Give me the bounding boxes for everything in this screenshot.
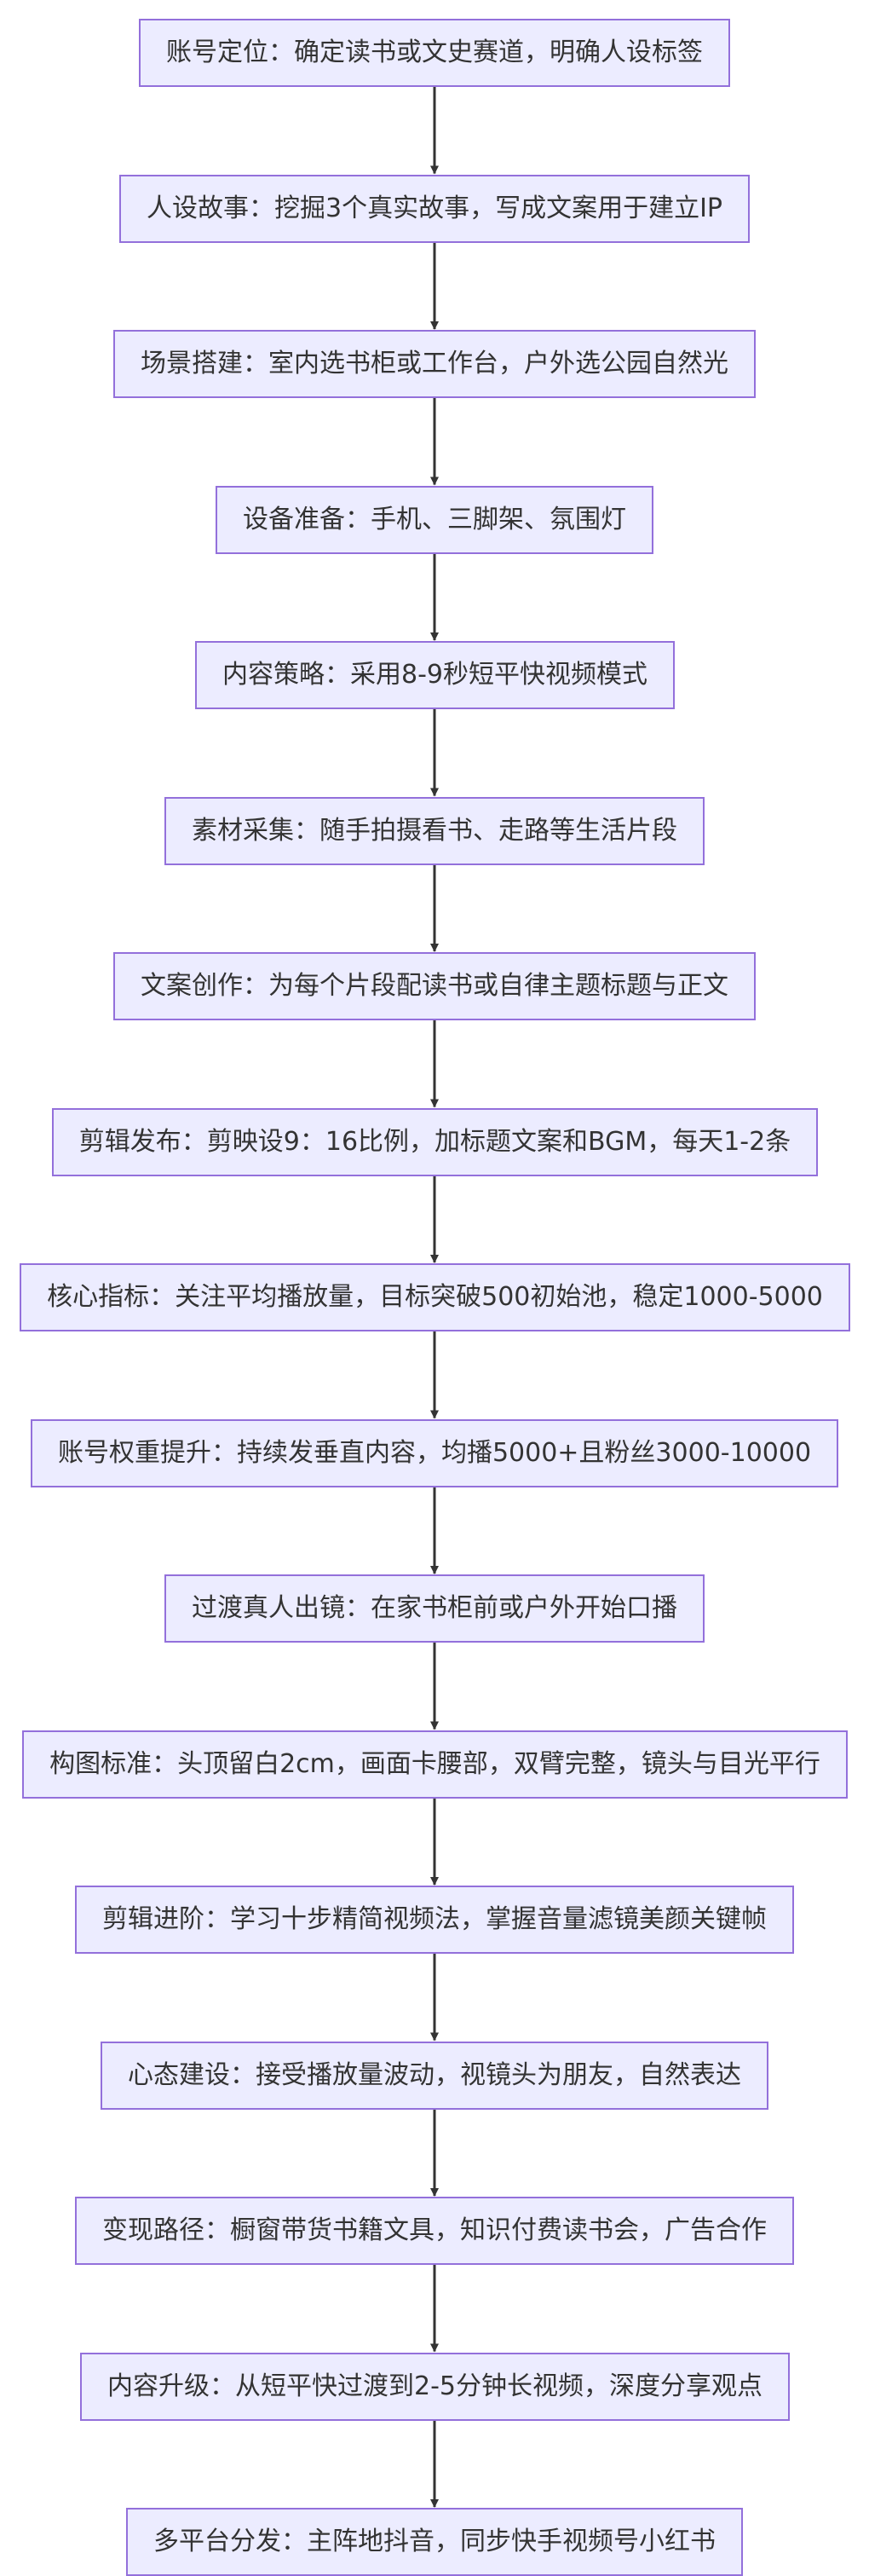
flow-node-2: 人设故事：挖掘3个真实故事，写成文案用于建立IP bbox=[119, 175, 750, 243]
flow-node-8: 剪辑发布：剪映设9：16比例，加标题文案和BGM，每天1-2条 bbox=[52, 1108, 818, 1176]
flow-node-6: 素材采集：随手拍摄看书、走路等生活片段 bbox=[164, 797, 705, 865]
flow-node-11: 过渡真人出镜：在家书柜前或户外开始口播 bbox=[164, 1574, 705, 1643]
flow-node-12: 构图标准：头顶留白2cm，画面卡腰部，双臂完整，镜头与目光平行 bbox=[22, 1730, 848, 1799]
flow-node-5: 内容策略：采用8-9秒短平快视频模式 bbox=[195, 641, 675, 709]
flow-node-1: 账号定位：确定读书或文史赛道，明确人设标签 bbox=[139, 19, 730, 87]
flow-node-14: 心态建设：接受播放量波动，视镜头为朋友，自然表达 bbox=[101, 2042, 768, 2110]
flow-node-17: 多平台分发：主阵地抖音，同步快手视频号小红书 bbox=[126, 2508, 743, 2576]
flow-node-13: 剪辑进阶：学习十步精简视频法，掌握音量滤镜美颜关键帧 bbox=[75, 1886, 794, 1954]
flow-node-9: 核心指标：关注平均播放量，目标突破500初始池，稳定1000-5000 bbox=[20, 1263, 850, 1331]
flow-node-15: 变现路径：橱窗带货书籍文具，知识付费读书会，广告合作 bbox=[75, 2197, 794, 2265]
flow-node-7: 文案创作：为每个片段配读书或自律主题标题与正文 bbox=[113, 952, 756, 1020]
flow-node-16: 内容升级：从短平快过渡到2-5分钟长视频，深度分享观点 bbox=[80, 2353, 790, 2421]
flow-node-3: 场景搭建：室内选书柜或工作台，户外选公园自然光 bbox=[113, 330, 756, 398]
flow-node-10: 账号权重提升：持续发垂直内容，均播5000+且粉丝3000-10000 bbox=[31, 1419, 838, 1487]
flow-node-4: 设备准备：手机、三脚架、氛围灯 bbox=[216, 486, 653, 554]
